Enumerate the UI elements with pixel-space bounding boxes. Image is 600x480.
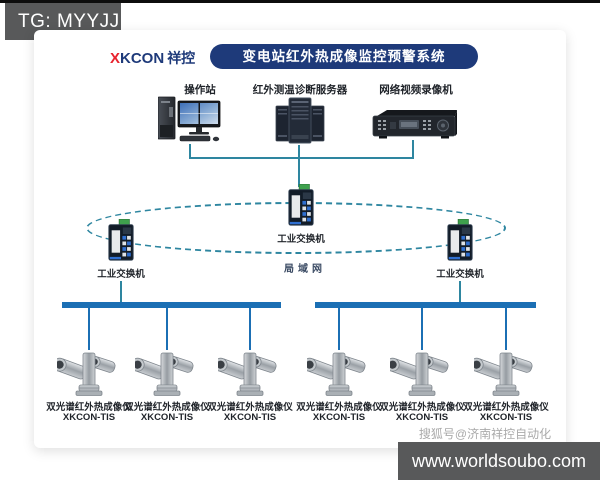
logo-chinese-name: 祥控 bbox=[167, 50, 196, 66]
logo-name: KCON bbox=[120, 50, 165, 67]
workstation-label: 操作站 bbox=[184, 84, 216, 96]
top-black-strip bbox=[0, 0, 600, 3]
right-switch-downlink-line bbox=[459, 281, 461, 303]
workstation-icon bbox=[158, 95, 224, 145]
backbone-to-switch-line bbox=[298, 159, 300, 187]
camera-model-label: XKCON-TIS bbox=[223, 412, 277, 423]
thermal-camera-icon bbox=[218, 347, 282, 397]
camera-drop-line bbox=[338, 308, 340, 350]
camera-drop-line bbox=[249, 308, 251, 350]
camera-bus-bar-left bbox=[62, 302, 281, 308]
server-icon bbox=[275, 97, 325, 145]
industrial-switch-right-icon bbox=[446, 219, 474, 264]
switch-left-label: 工业交换机 bbox=[97, 269, 145, 280]
thermal-camera-icon bbox=[57, 347, 121, 397]
switch-center-label: 工业交换机 bbox=[277, 234, 325, 245]
camera-name-label: 双光谱红外热成像仪 bbox=[207, 402, 293, 413]
diagram-title: 变电站红外热成像监控预警系统 bbox=[210, 44, 478, 69]
camera-drop-line bbox=[88, 308, 90, 350]
camera-model-label: XKCON-TIS bbox=[479, 412, 533, 423]
camera-model-label: XKCON-TIS bbox=[395, 412, 449, 423]
website-watermark-bar: www.worldsoubo.com bbox=[398, 442, 600, 480]
thermal-camera-icon bbox=[135, 347, 199, 397]
nvr-icon bbox=[371, 110, 459, 140]
server-label: 红外测温诊断服务器 bbox=[252, 84, 348, 96]
sohu-watermark: 搜狐号@济南祥控自动化 bbox=[418, 427, 552, 441]
thermal-camera-icon bbox=[307, 347, 371, 397]
server-uplink-line bbox=[298, 145, 300, 157]
camera-model-label: XKCON-TIS bbox=[140, 412, 194, 423]
camera-name-label: 双光谱红外热成像仪 bbox=[124, 402, 210, 413]
workstation-uplink-line bbox=[189, 144, 191, 157]
nvr-label: 网络视频录像机 bbox=[379, 84, 453, 96]
industrial-switch-center-icon bbox=[287, 184, 315, 229]
camera-drop-line bbox=[166, 308, 168, 350]
left-switch-downlink-line bbox=[120, 281, 122, 303]
switch-right-label: 工业交换机 bbox=[436, 269, 484, 280]
camera-drop-line bbox=[421, 308, 423, 350]
top-backbone-line bbox=[189, 157, 414, 159]
camera-name-label: 双光谱红外热成像仪 bbox=[379, 402, 465, 413]
thermal-camera-icon bbox=[474, 347, 538, 397]
camera-drop-line bbox=[505, 308, 507, 350]
camera-name-label: 双光谱红外热成像仪 bbox=[296, 402, 382, 413]
camera-name-label: 双光谱红外热成像仪 bbox=[46, 402, 132, 413]
camera-model-label: XKCON-TIS bbox=[312, 412, 366, 423]
lan-label: 局域网 bbox=[284, 264, 326, 275]
nvr-uplink-line bbox=[412, 140, 414, 157]
camera-bus-bar-right bbox=[315, 302, 536, 308]
thermal-camera-icon bbox=[390, 347, 454, 397]
camera-model-label: XKCON-TIS bbox=[62, 412, 116, 423]
industrial-switch-left-icon bbox=[107, 219, 135, 264]
camera-name-label: 双光谱红外热成像仪 bbox=[463, 402, 549, 413]
logo-accent-letter: X bbox=[110, 50, 121, 67]
